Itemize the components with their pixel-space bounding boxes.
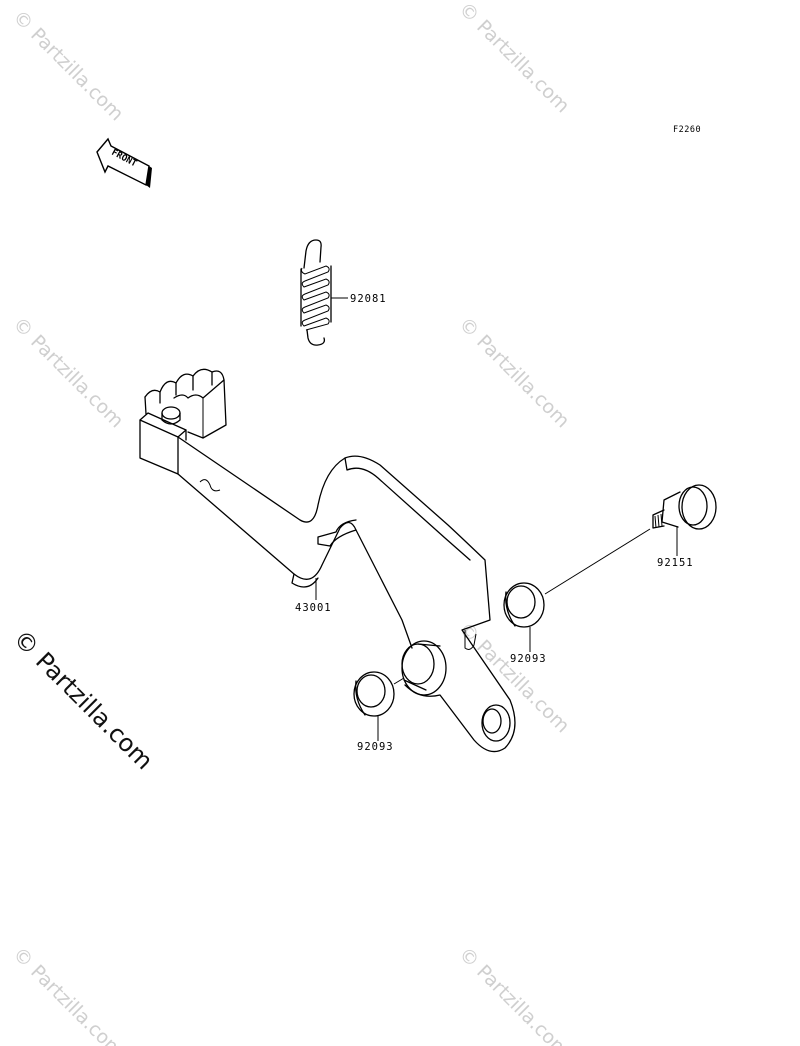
brake-pedal-icon: [139, 368, 516, 753]
spring-icon: [300, 239, 332, 346]
figure-code: F2260: [673, 125, 701, 135]
watermark-text: © Partzilla.com: [454, 943, 573, 1046]
washer-axis-line: [393, 677, 405, 685]
watermark-text: © Partzilla.com: [454, 313, 573, 432]
callout-pedal: 43001: [295, 602, 332, 614]
washer-icon-left: [353, 671, 395, 717]
pivot-bolt-icon: [652, 484, 717, 530]
callout-washer-left: 92093: [357, 741, 394, 753]
callout-washer-right: 92093: [510, 653, 547, 665]
watermark-text: © Partzilla.com: [8, 943, 127, 1046]
watermark-text: © Partzilla.com: [8, 6, 127, 125]
watermark-text: © Partzilla.com: [454, 618, 573, 737]
watermark-text: © Partzilla.com: [8, 313, 127, 432]
callout-bolt: 92151: [657, 557, 694, 569]
watermark-text: © Partzilla.com: [454, 0, 573, 117]
watermark-text-bold: © Partzilla.com: [8, 624, 159, 775]
bolt-axis-line: [544, 528, 651, 595]
watermark-group: © Partzilla.com © Partzilla.com © Partzi…: [8, 0, 574, 1046]
washer-icon-right: [503, 582, 545, 628]
front-arrow-icon: FRONT: [96, 137, 152, 188]
callout-spring: 92081: [350, 293, 387, 305]
